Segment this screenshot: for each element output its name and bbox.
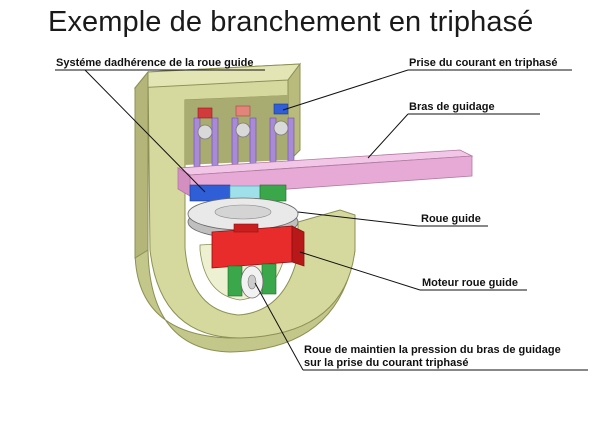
diagram-title: Exemple de branchement en triphasé bbox=[48, 6, 534, 38]
current-contacts bbox=[193, 103, 295, 169]
pressure-wheel bbox=[227, 263, 277, 299]
label-guide-wheel: Roue guide bbox=[421, 213, 481, 225]
guide-wheel-motor bbox=[211, 223, 305, 269]
label-three-phase-pickup: Prise du courant en triphasé bbox=[409, 57, 558, 69]
label-pressure-wheel-line2: sur la prise du courant triphasé bbox=[304, 357, 469, 369]
leader-lines bbox=[55, 69, 588, 371]
label-guide-arm: Bras de guidage bbox=[409, 101, 495, 113]
label-guide-wheel-motor: Moteur roue guide bbox=[422, 277, 518, 289]
label-adherence-system: Systéme dadhérence de la roue guide bbox=[56, 57, 254, 69]
label-pressure-wheel-line1: Roue de maintien la pression du bras de … bbox=[304, 344, 561, 356]
